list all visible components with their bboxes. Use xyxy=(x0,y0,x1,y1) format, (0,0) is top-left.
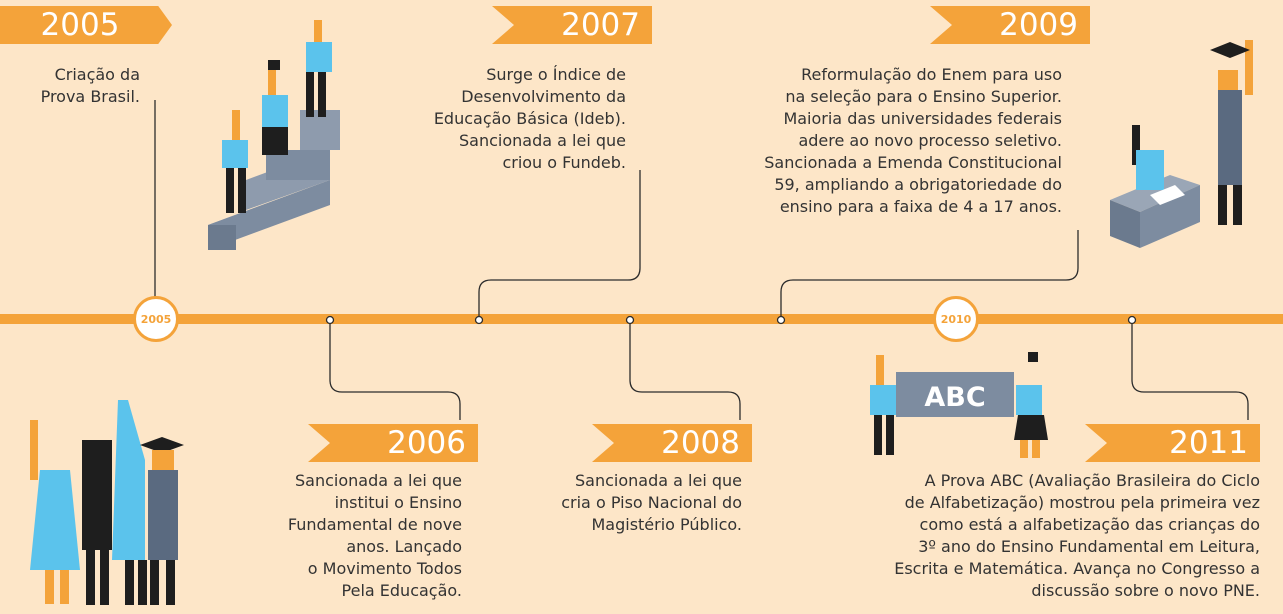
event-line: adere ao novo processo seletivo. xyxy=(798,131,1062,150)
event-line: Maioria das universidades federais xyxy=(783,109,1062,128)
abc-sign-illustration xyxy=(870,352,1048,458)
connector-dots xyxy=(325,315,1137,325)
stairs-children-illustration xyxy=(208,20,340,250)
event-line: Fundamental de nove xyxy=(287,515,462,534)
event-text-2007: Surge o Índice de Desenvolvimento da Edu… xyxy=(420,64,626,174)
event-line: cria o Piso Nacional do xyxy=(561,493,742,512)
event-line: criou o Fundeb. xyxy=(502,153,626,172)
event-line: de Alfabetização) mostrou pela primeira … xyxy=(904,493,1260,512)
event-text-2006: Sancionada a lei que institui o Ensino F… xyxy=(240,470,462,602)
event-line: Surge o Índice de xyxy=(486,65,626,84)
event-line: Pela Educação. xyxy=(341,581,462,600)
event-line: Sancionada a lei que xyxy=(295,471,462,490)
desk-graduate-illustration xyxy=(1110,40,1253,248)
event-line: anos. Lançado xyxy=(346,537,462,556)
event-line: discussão sobre o novo PNE. xyxy=(1031,581,1260,600)
year-banner-2007: 2007 xyxy=(492,6,652,44)
year-banner-2005: 2005 xyxy=(0,6,172,44)
event-line: o Movimento Todos xyxy=(307,559,462,578)
abc-sign-label: ABC xyxy=(924,382,985,413)
event-line: 59, ampliando a obrigatoriedade do xyxy=(774,175,1062,194)
event-line: Sancionada a lei que xyxy=(575,471,742,490)
connector-2006 xyxy=(329,320,461,420)
event-text-2005: Criação da Prova Brasil. xyxy=(20,64,140,108)
event-line: Reformulação do Enem para uso xyxy=(801,65,1062,84)
event-line: institui o Ensino xyxy=(334,493,462,512)
event-text-2009: Reformulação do Enem para uso na seleção… xyxy=(700,64,1062,218)
event-line: Escrita e Matemática. Avança no Congress… xyxy=(894,559,1260,578)
event-line: 3º ano do Ensino Fundamental em Leitura, xyxy=(918,537,1260,556)
event-line: na seleção para o Ensino Superior. xyxy=(785,87,1062,106)
connector-2011 xyxy=(1131,320,1249,420)
event-line: como está a alfabetização das crianças d… xyxy=(919,515,1260,534)
event-line: Sancionada a Emenda Constitucional xyxy=(764,153,1062,172)
connector-2009 xyxy=(780,230,1079,320)
timeline-marker-2010: 2010 xyxy=(933,296,979,342)
timeline-bar xyxy=(0,314,1283,324)
year-banner-2008: 2008 xyxy=(592,424,752,462)
event-line: Prova Brasil. xyxy=(40,87,140,106)
year-banner-2006: 2006 xyxy=(308,424,478,462)
group-figures-illustration xyxy=(30,400,184,605)
event-line: ensino para a faixa de 4 a 17 anos. xyxy=(779,197,1062,216)
event-text-2008: Sancionada a lei que cria o Piso Naciona… xyxy=(520,470,742,536)
event-line: Sancionada a lei que xyxy=(459,131,626,150)
connector-2008 xyxy=(629,320,741,420)
abc-sign xyxy=(896,372,1014,417)
year-banner-2009: 2009 xyxy=(930,6,1090,44)
year-banner-2011: 2011 xyxy=(1085,424,1260,462)
event-line: Educação Básica (Ideb). xyxy=(433,109,626,128)
event-text-2011: A Prova ABC (Avaliação Brasileira do Cic… xyxy=(780,470,1260,602)
event-line: Magistério Público. xyxy=(591,515,742,534)
event-line: Desenvolvimento da xyxy=(461,87,626,106)
connector-lines xyxy=(154,100,1249,420)
event-line: Criação da xyxy=(54,65,140,84)
timeline-marker-2005: 2005 xyxy=(133,296,179,342)
connector-2007 xyxy=(478,170,641,320)
event-line: A Prova ABC (Avaliação Brasileira do Cic… xyxy=(924,471,1260,490)
